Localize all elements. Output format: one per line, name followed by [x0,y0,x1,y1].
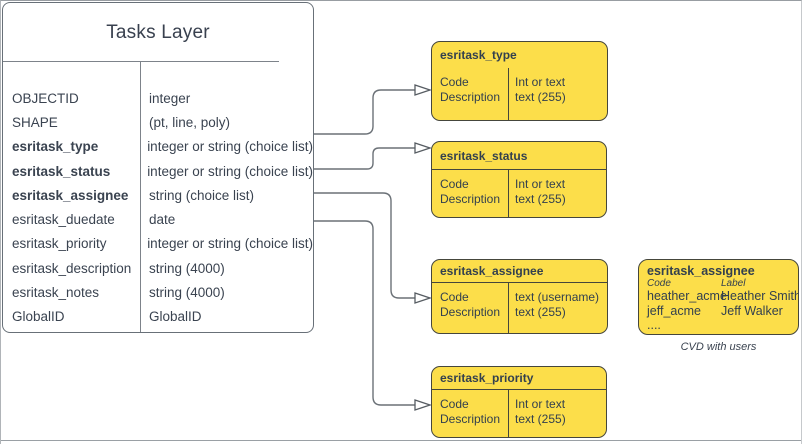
table-row: esritask_status integer or string (choice… [3,159,313,183]
field-name: esritask_description [12,260,132,276]
domain-keys: Code Description [432,170,508,217]
field-name: OBJECTID [12,90,79,106]
domain-keys: Code Description [432,390,508,437]
cvd-title: esritask_assignee [647,264,755,278]
domain-values: Int or text text (255) [508,390,606,437]
cvd-table: Code Label heather_acme Heather Smith je… [647,278,799,333]
cvd-header-code: Code [647,278,671,289]
connector-type [314,89,415,135]
field-name: esritask_notes [12,285,100,301]
domain-title: esritask_type [440,48,517,62]
field-type: string (4000) [149,260,225,276]
open-arrowhead-icon [414,84,433,96]
domain-values: Int or text text (255) [508,170,606,217]
table-row: OBJECTID integer [3,86,313,110]
domain-key: Description [440,90,501,104]
domain-body: Code Description text (username) text (2… [432,283,607,333]
cvd-label: Heather Smith [721,289,799,303]
domain-value: Int or text [515,177,566,191]
table-row: esritask_type integer or string (choice l… [3,135,313,159]
domain-body: Code Description Int or text text (255) [432,390,606,437]
open-arrowhead-icon [414,142,433,154]
domain-values: text (username) text (255) [508,283,607,333]
domain-value: Int or text [515,397,566,411]
cvd-code: jeff_acme [647,303,701,318]
tasks-layer-title: Tasks Layer [106,21,210,43]
domain-value: text (255) [515,305,566,319]
domain-value: text (255) [515,192,566,206]
field-type: date [149,212,176,228]
cvd-code: heather_acme [647,289,727,303]
field-name: esritask_type [12,139,99,155]
domain-value: text (255) [515,90,566,104]
domain-box-priority: esritask_priority Code Description Int o… [431,366,607,438]
field-type: integer or string (choice list) [147,163,313,179]
domain-key: Description [440,305,501,319]
domain-body: Code Description Int or text text (255) [432,68,607,120]
field-list: OBJECTID integer SHAPE (pt, line, poly) es… [3,63,313,329]
domain-title: esritask_status [432,142,606,170]
field-type: integer or string (choice list) [147,139,313,155]
field-name: esritask_priority [12,236,107,252]
domain-key: Description [440,192,501,206]
cvd-label [721,318,798,333]
field-name: GlobalID [12,309,65,325]
canvas-bottom-border [1,440,801,441]
table-row: esritask_priority integer or string (choi… [3,232,313,256]
table-row: esritask_duedate date [3,207,313,231]
domain-value: Int or text [515,75,566,89]
table-row: esritask_notes string (4000) [3,280,313,304]
domain-key: Code [440,177,469,191]
connector-assignee [314,192,415,299]
domain-body: Code Description Int or text text (255) [432,170,606,217]
field-type: string (choice list) [149,187,255,203]
domain-keys: Code Description [432,68,508,120]
domain-values: Int or text text (255) [508,68,607,120]
field-type: string (4000) [149,285,225,301]
field-type: integer or string (choice list) [147,236,313,252]
open-arrowhead-icon [414,399,433,411]
domain-title: esritask_priority [432,367,606,390]
field-type: GlobalID [149,309,202,325]
domain-value: text (username) [515,290,600,304]
open-arrowhead-icon [414,292,433,304]
table-row: GlobalID GlobalID [3,305,313,329]
domain-box-assignee: esritask_assignee Code Description text … [431,259,608,334]
domain-value: text (255) [515,412,566,426]
table-row: SHAPE (pt, line, poly) [3,110,313,134]
field-name: SHAPE [12,114,58,130]
domain-key: Code [440,290,469,304]
column-divider [140,62,141,332]
domain-box-status: esritask_status Code Description Int or … [431,141,607,218]
cvd-example-box: esritask_assignee Code Label heather_acm… [638,259,799,335]
field-name: esritask_status [12,163,111,179]
domain-box-type: esritask_type Code Description Int or te… [431,41,608,121]
title-divider [3,61,279,62]
field-type: (pt, line, poly) [149,114,231,130]
cvd-header-label: Label [721,278,746,289]
tasks-layer-table: Tasks Layer OBJECTID integer SHAPE (pt, li… [2,2,314,333]
cvd-caption: CVD with users [680,341,757,353]
cvd-code: .... [647,318,661,332]
field-name: esritask_assignee [12,187,129,203]
connector-status [314,147,415,170]
table-row: esritask_assignee string (choice list) [3,183,313,207]
field-type: integer [149,90,191,106]
domain-key: Code [440,75,469,89]
domain-title: esritask_assignee [432,260,607,283]
cvd-label: Jeff Walker [721,303,783,318]
field-name: esritask_duedate [12,212,115,228]
domain-key: Description [440,412,501,426]
connector-priority [314,220,415,406]
domain-keys: Code Description [432,283,508,333]
domain-key: Code [440,397,469,411]
table-row: esritask_description string (4000) [3,256,313,280]
